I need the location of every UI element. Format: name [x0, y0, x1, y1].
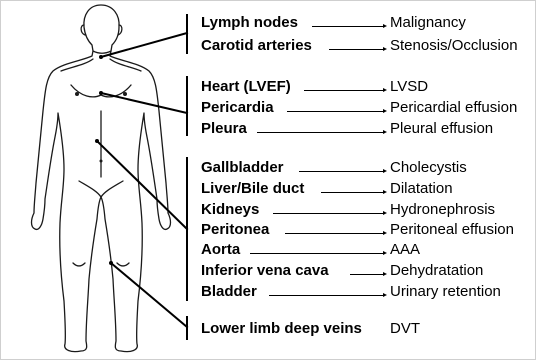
pointer-limbs: [111, 263, 187, 327]
organ-label: Aorta: [201, 240, 240, 260]
finding-label: AAA: [390, 240, 420, 260]
finding-label: Urinary retention: [390, 282, 501, 302]
leader-arrow: [312, 26, 385, 27]
finding-label: Hydronephrosis: [390, 200, 495, 220]
organ-label: Kidneys: [201, 200, 259, 220]
organ-label: Lymph nodes: [201, 13, 298, 33]
leader-arrow: [269, 295, 385, 296]
groin-line: [79, 181, 123, 197]
organ-label: Bladder: [201, 282, 257, 302]
organ-label: Gallbladder: [201, 158, 284, 178]
leader-arrow: [350, 274, 385, 275]
organ-label: Pericardia: [201, 98, 274, 118]
pointer-limbs-dot: [109, 261, 113, 265]
finding-label: Stenosis/Occlusion: [390, 36, 518, 56]
leader-arrow: [329, 49, 385, 50]
chest-line: [71, 85, 131, 97]
leader-arrow: [250, 253, 385, 254]
body-outline: [32, 51, 171, 352]
organ-label: Carotid arteries: [201, 36, 312, 56]
leader-arrow: [285, 233, 385, 234]
organ-label: Liver/Bile duct: [201, 179, 304, 199]
organ-label: Inferior vena cava: [201, 261, 329, 281]
organ-label: Lower limb deep veins: [201, 319, 362, 339]
knee-left: [73, 263, 85, 266]
finding-label: Cholecystis: [390, 158, 467, 178]
pointer-thorax-dot: [99, 91, 103, 95]
leader-arrow: [257, 132, 385, 133]
leader-arrow: [304, 90, 385, 91]
head-outline: [84, 5, 119, 53]
organ-label: Peritonea: [201, 220, 269, 240]
knee-right: [117, 263, 129, 266]
leader-arrow: [273, 213, 385, 214]
finding-label: Pleural effusion: [390, 119, 493, 139]
nipple-left: [75, 92, 79, 96]
leader-arrow: [299, 171, 385, 172]
finding-label: LVSD: [390, 77, 428, 97]
finding-label: Dilatation: [390, 179, 453, 199]
nipple-right: [123, 92, 127, 96]
finding-label: Dehydratation: [390, 261, 483, 281]
leader-arrow: [287, 111, 385, 112]
pointer-neck-dot: [99, 55, 103, 59]
organ-label: Pleura: [201, 119, 247, 139]
finding-label: Pericardial effusion: [390, 98, 517, 118]
pointer-thorax: [101, 93, 187, 113]
pointer-abdomen-dot: [95, 139, 99, 143]
navel: [100, 160, 103, 163]
finding-label: DVT: [390, 319, 420, 339]
pointer-neck: [101, 33, 187, 57]
organ-label: Heart (LVEF): [201, 77, 291, 97]
leader-arrow: [321, 192, 385, 193]
finding-label: Peritoneal effusion: [390, 220, 514, 240]
finding-label: Malignancy: [390, 13, 466, 33]
